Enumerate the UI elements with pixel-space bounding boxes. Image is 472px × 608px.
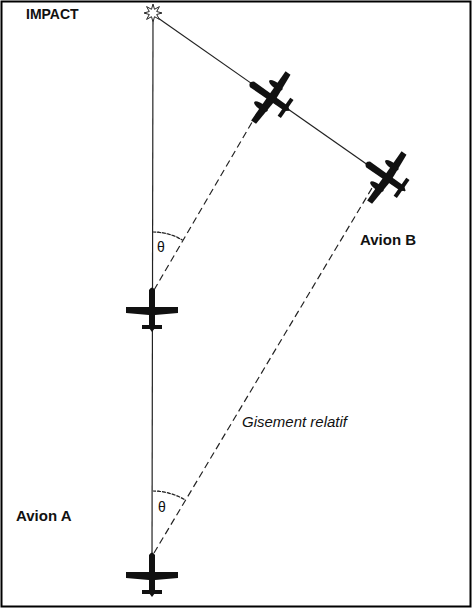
plane-b-lower xyxy=(349,138,423,215)
plane-a-lower xyxy=(126,553,178,598)
angle-arc xyxy=(153,491,185,500)
angle-symbol: θ xyxy=(157,240,165,255)
plane-a-upper xyxy=(126,288,178,333)
angle-arc xyxy=(153,232,182,240)
plane-b-upper xyxy=(233,58,307,135)
impact-star xyxy=(144,4,162,22)
bearing-label: Gisement relatif xyxy=(242,414,347,431)
impact-label: IMPACT xyxy=(26,7,79,22)
aircraft-label: Avion B xyxy=(360,232,416,249)
aircraft-label: Avion A xyxy=(16,508,72,525)
bearing-line-upper xyxy=(154,112,258,290)
angle-symbol: θ xyxy=(158,500,166,515)
bearing-line-lower xyxy=(154,188,372,553)
